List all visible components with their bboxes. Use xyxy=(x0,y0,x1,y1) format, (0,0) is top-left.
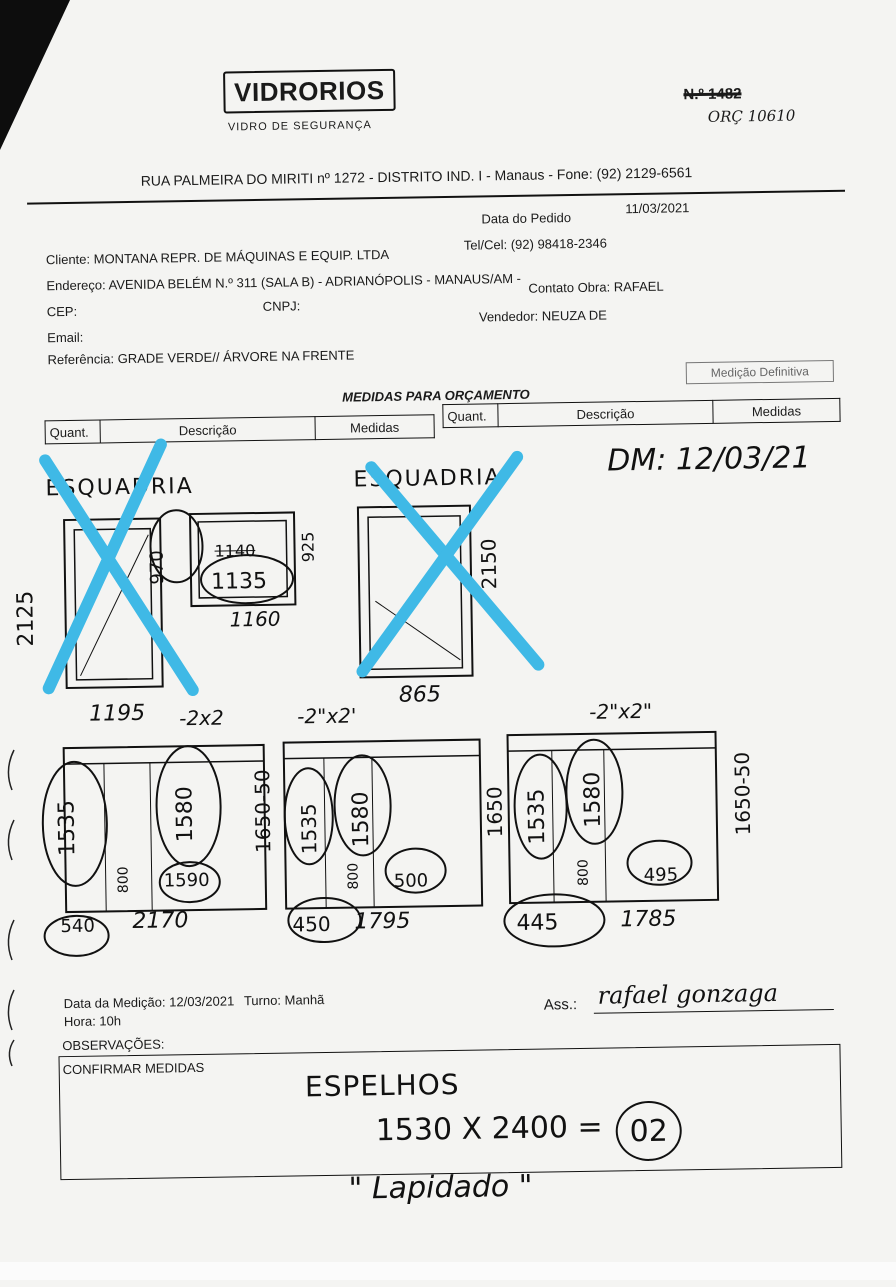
contato-value: RAFAEL xyxy=(613,278,664,295)
panel2-small: 500 xyxy=(393,870,429,892)
contato-row: Contato Obra: RAFAEL xyxy=(528,279,663,296)
orc-number: ORÇ 10610 xyxy=(707,106,796,126)
medicao-row: Data da Medição: 12/03/2021 Turno: Manhã xyxy=(64,992,325,1011)
col-medidas: Medidas xyxy=(712,398,841,424)
panel2-side: 1650 xyxy=(482,786,508,838)
handwritten-dm-date: DM: 12/03/21 xyxy=(606,440,811,479)
cross-out-mark-right xyxy=(356,450,545,678)
observacoes-label: OBSERVAÇÕES: xyxy=(62,1036,165,1054)
esquadria-left-sketch xyxy=(63,509,297,690)
tel-row: Tel/Cel: (92) 98418-2346 xyxy=(464,235,607,252)
panel1-mid: 800 xyxy=(115,866,132,894)
panel2-bottom: 1795 xyxy=(354,908,411,935)
panel1-h2: 1580 xyxy=(172,785,199,843)
data-pedido-label: Data do Pedido xyxy=(481,210,572,227)
endereco-label: Endereço: xyxy=(46,277,106,294)
cliente-row: Cliente: MONTANA REPR. DE MÁQUINAS E EQU… xyxy=(46,247,389,267)
vendedor-value: NEUZA DE xyxy=(541,307,607,324)
cliente-label: Cliente: xyxy=(45,251,91,268)
left-1135: 1135 xyxy=(210,568,268,595)
referencia-value: GRADE VERDE// ÁRVORE NA FRENTE xyxy=(117,347,355,367)
brand-logo: VIDRORIOS xyxy=(223,68,396,114)
col-quant: Quant. xyxy=(442,403,499,428)
panel3-h1: 1535 xyxy=(524,788,551,845)
data-pedido-value: 11/03/2021 xyxy=(625,200,690,217)
tel-label: Tel/Cel: xyxy=(463,237,508,253)
cliente-value: MONTANA REPR. DE MÁQUINAS E EQUIP. LTDA xyxy=(93,246,390,267)
cross-out-mark-left xyxy=(39,438,199,697)
panel3-side: 1650-50 xyxy=(729,751,756,836)
signature: rafael gonzaga xyxy=(597,978,779,1010)
hora-label: Hora: xyxy=(63,1013,96,1030)
col-medidas: Medidas xyxy=(314,414,435,440)
margin-marks xyxy=(7,749,15,1067)
panel2-bottom-circle: 450 xyxy=(292,911,331,937)
panel2-h1: 1535 xyxy=(296,803,322,855)
panel1-side: 1650-50 xyxy=(250,769,276,854)
referencia-label: Referência: xyxy=(47,351,115,368)
notes-dimensions: 1530 X 2400 = xyxy=(375,1109,603,1149)
data-medicao-value: 12/03/2021 xyxy=(169,993,235,1010)
data-medicao-label: Data da Medição: xyxy=(63,994,166,1012)
panel3-mid: 800 xyxy=(575,859,592,887)
panel1-bottom: 2170 xyxy=(132,908,189,935)
ass-label: Ass.: xyxy=(543,996,578,1014)
left-1160: 1160 xyxy=(229,606,281,632)
contato-label: Contato Obra: xyxy=(528,279,611,296)
panel2-h2: 1580 xyxy=(348,791,375,848)
medicao-definitiva-stamp: Medição Definitiva xyxy=(685,359,834,385)
hora-value: 10h xyxy=(99,1013,122,1029)
panel-sketches xyxy=(41,730,720,957)
panel1-small: 1590 xyxy=(163,869,210,892)
panel1-bottom-circle: 540 xyxy=(60,915,95,938)
cep-label: CEP: xyxy=(46,303,78,320)
turno-label: Turno: xyxy=(243,992,282,1009)
panel2-mid: 800 xyxy=(345,862,362,890)
dark-corner xyxy=(0,0,70,150)
hora-row: Hora: 10h xyxy=(64,1013,121,1029)
panel3-small: 495 xyxy=(643,864,679,886)
panel3-label: -2"x2" xyxy=(588,698,653,724)
company-address: RUA PALMEIRA DO MIRITI nº 1272 - DISTRIT… xyxy=(140,164,693,189)
col-descricao: Descrição xyxy=(497,400,714,427)
section-title: MEDIDAS PARA ORÇAMENTO xyxy=(342,386,530,405)
panel2-label: -2"x2' xyxy=(296,703,357,729)
form-number: N.º 1482 xyxy=(683,85,742,104)
signature-line xyxy=(593,1009,834,1014)
referencia-row: Referência: GRADE VERDE// ÁRVORE NA FREN… xyxy=(47,347,354,367)
header-rule xyxy=(27,189,846,205)
footer-strip xyxy=(0,1262,896,1280)
panel1-h1: 1535 xyxy=(54,799,81,857)
panel3-bottom-circle: 445 xyxy=(516,910,559,936)
vendedor-row: Vendedor: NEUZA DE xyxy=(479,307,607,324)
cnpj-label: CNPJ: xyxy=(262,298,301,314)
panel1-label: -2x2 xyxy=(179,705,224,731)
confirmar-medidas: CONFIRMAR MEDIDAS xyxy=(62,1059,205,1078)
left-925: 925 xyxy=(298,531,318,563)
turno-value: Manhã xyxy=(284,992,325,1008)
vendedor-label: Vendedor: xyxy=(478,308,539,325)
notes-lapidado: " Lapidado " xyxy=(348,1168,533,1207)
columns-right: Quant. Descrição Medidas xyxy=(442,398,841,428)
tel-value: (92) 98418-2346 xyxy=(510,235,608,252)
brand-tagline: VIDRO DE SEGURANÇA xyxy=(227,119,372,134)
endereco-row: Endereço: AVENIDA BELÉM N.º 311 (SALA B)… xyxy=(46,271,521,293)
panel3-h2: 1580 xyxy=(580,771,606,828)
left-1140-struck: 1140 xyxy=(214,541,256,561)
notes-espelhos: ESPELHOS xyxy=(304,1067,460,1104)
panel3-bottom: 1785 xyxy=(620,906,677,933)
endereco-value: AVENIDA BELÉM N.º 311 (SALA B) - ADRIANÓ… xyxy=(108,270,522,293)
email-label: Email: xyxy=(47,329,84,346)
